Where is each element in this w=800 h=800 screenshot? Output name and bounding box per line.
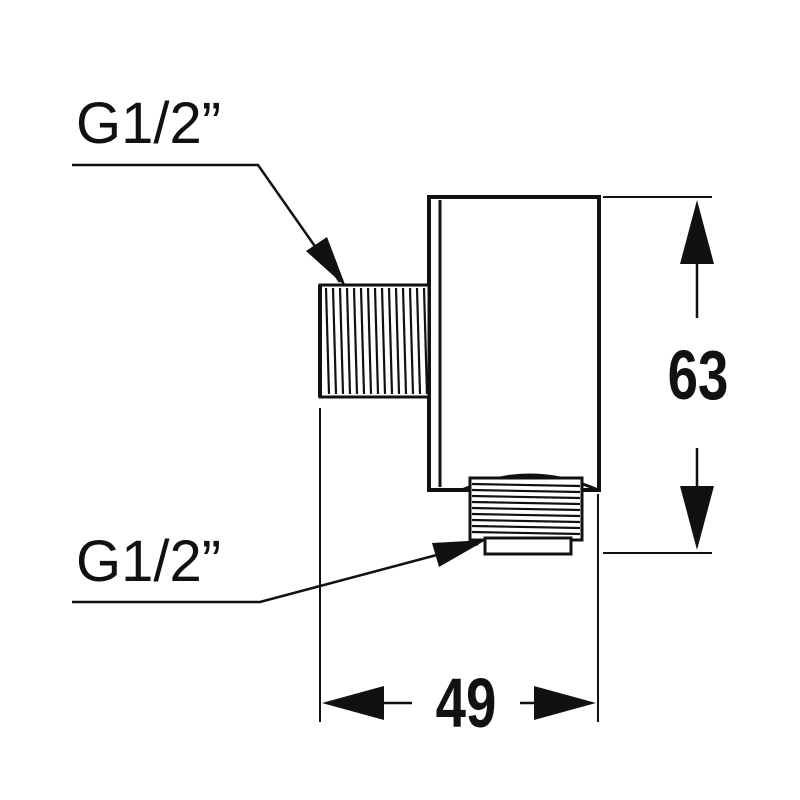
- width-arrow-left: [322, 686, 384, 720]
- bottom-thread-connector: [468, 476, 584, 556]
- thread-hatch-line: [366, 287, 373, 395]
- thread-hatch-line: [422, 287, 429, 395]
- thread-callout-bottom: G1/2”: [76, 529, 222, 594]
- height-dimension-label: 63: [667, 336, 729, 414]
- thread-hatch-line: [324, 287, 331, 395]
- thread-hatch-line: [471, 518, 581, 524]
- thread-hatch-line: [471, 488, 581, 494]
- thread-hatch-line: [401, 287, 408, 395]
- thread-hatch-line: [373, 287, 380, 395]
- thread-hatch-line: [471, 530, 581, 536]
- top-leader-arrowhead: [306, 237, 346, 287]
- width-arrow-right: [534, 686, 596, 720]
- width-dimension-label: 49: [435, 664, 497, 742]
- height-arrow-down: [680, 486, 714, 550]
- thread-hatch-line: [408, 287, 415, 395]
- bottom-leader-line: [72, 542, 479, 604]
- thread-hatch-line: [380, 287, 387, 395]
- thread-hatch-line: [471, 512, 581, 518]
- top-leader-line: [72, 163, 342, 283]
- thread-hatch-line: [338, 287, 345, 395]
- thread-hatch-line: [331, 287, 338, 395]
- thread-hatch-line: [471, 500, 581, 506]
- height-arrow-up: [680, 200, 714, 264]
- thread-hatch-line: [359, 287, 366, 395]
- thread-hatch-line: [471, 524, 581, 530]
- thread-hatch-line: [471, 482, 581, 488]
- thread-hatch-line: [352, 287, 359, 395]
- bottom-leader-arrowhead: [432, 540, 486, 567]
- extension-lines: [319, 196, 712, 722]
- thread-hatch-line: [415, 287, 422, 395]
- thread-hatch-line: [394, 287, 401, 395]
- top-thread-connector: [318, 283, 431, 399]
- fitting-body: [427, 195, 601, 492]
- thread-hatch-line: [387, 287, 394, 395]
- thread-hatch-line: [471, 506, 581, 512]
- thread-hatch-line: [471, 494, 581, 500]
- thread-hatch-line: [345, 287, 352, 395]
- thread-callout-top: G1/2”: [76, 91, 222, 156]
